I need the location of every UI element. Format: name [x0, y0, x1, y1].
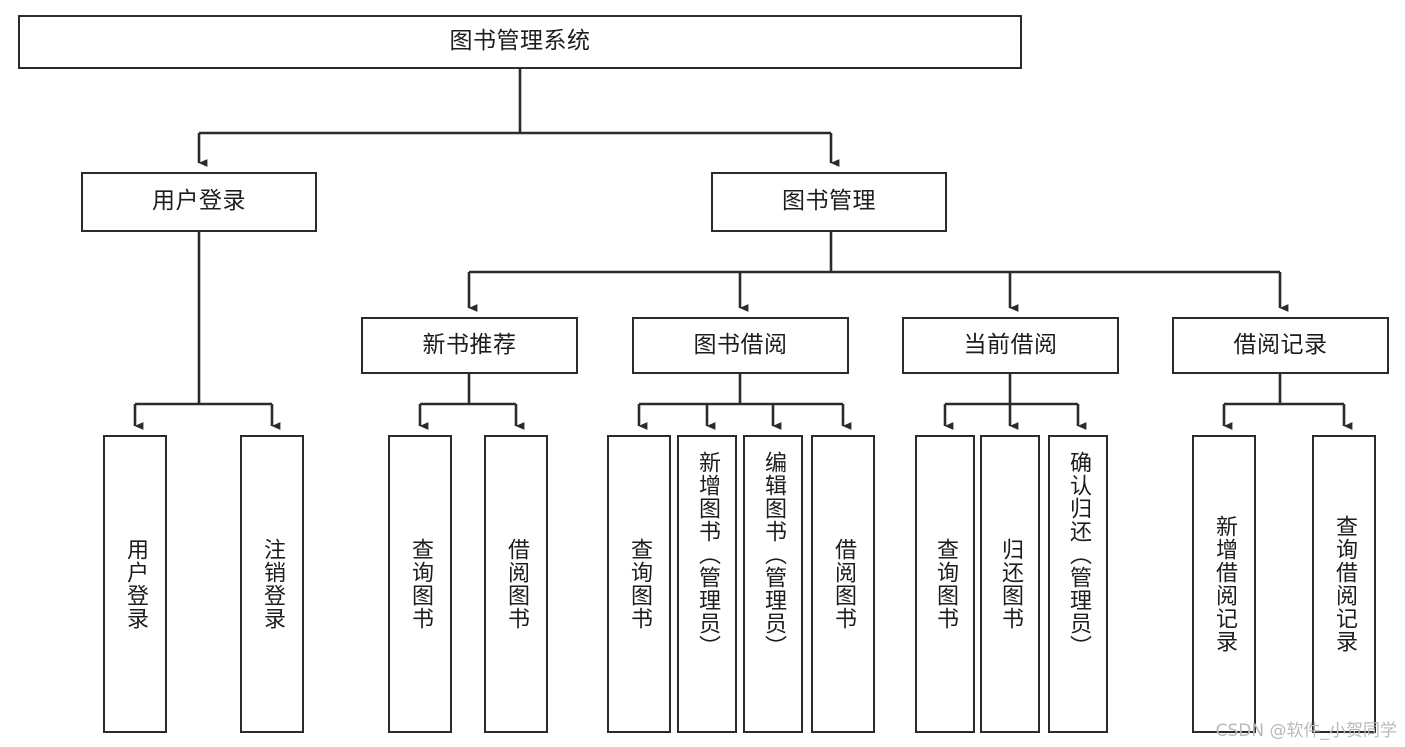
node-leaf-borrow-book-rec[interactable]: 借阅图书	[484, 435, 548, 733]
node-leaf-return-book-label: 归还图书	[997, 538, 1023, 630]
node-leaf-query-book-current-label: 查询图书	[932, 538, 958, 630]
node-leaf-edit-book[interactable]: 编辑图书（管理员）	[743, 435, 803, 733]
node-leaf-query-book-rec-label: 查询图书	[407, 538, 433, 630]
node-leaf-user-login-label: 用户登录	[122, 538, 148, 630]
node-leaf-query-book-borrow[interactable]: 查询图书	[607, 435, 671, 733]
node-leaf-borrow-book[interactable]: 借阅图书	[811, 435, 875, 733]
node-leaf-borrow-book-label: 借阅图书	[830, 538, 856, 630]
node-user-login[interactable]: 用户登录	[81, 172, 317, 232]
node-leaf-logout-label: 注销登录	[259, 538, 285, 630]
node-book-borrow[interactable]: 图书借阅	[632, 317, 849, 374]
node-leaf-edit-book-label: 编辑图书（管理员）	[760, 451, 786, 658]
node-leaf-query-book-rec[interactable]: 查询图书	[388, 435, 452, 733]
node-book-management[interactable]: 图书管理	[711, 172, 947, 232]
node-leaf-query-book-current[interactable]: 查询图书	[915, 435, 975, 733]
node-current-borrow[interactable]: 当前借阅	[902, 317, 1119, 374]
node-leaf-user-login[interactable]: 用户登录	[103, 435, 167, 733]
node-leaf-confirm-return[interactable]: 确认归还（管理员）	[1048, 435, 1108, 733]
node-leaf-query-borrow-record-label: 查询借阅记录	[1331, 515, 1357, 653]
node-root-system[interactable]: 图书管理系统	[18, 15, 1022, 69]
node-leaf-add-borrow-record[interactable]: 新增借阅记录	[1192, 435, 1256, 733]
node-leaf-add-borrow-record-label: 新增借阅记录	[1211, 515, 1237, 653]
node-leaf-add-book-label: 新增图书（管理员）	[694, 451, 720, 658]
node-leaf-query-book-borrow-label: 查询图书	[626, 538, 652, 630]
node-leaf-borrow-book-rec-label: 借阅图书	[503, 538, 529, 630]
node-borrow-record[interactable]: 借阅记录	[1172, 317, 1389, 374]
node-leaf-logout[interactable]: 注销登录	[240, 435, 304, 733]
node-leaf-query-borrow-record[interactable]: 查询借阅记录	[1312, 435, 1376, 733]
node-leaf-add-book[interactable]: 新增图书（管理员）	[677, 435, 737, 733]
node-leaf-return-book[interactable]: 归还图书	[980, 435, 1040, 733]
node-leaf-confirm-return-label: 确认归还（管理员）	[1065, 451, 1091, 658]
node-new-book-recommendation[interactable]: 新书推荐	[361, 317, 578, 374]
